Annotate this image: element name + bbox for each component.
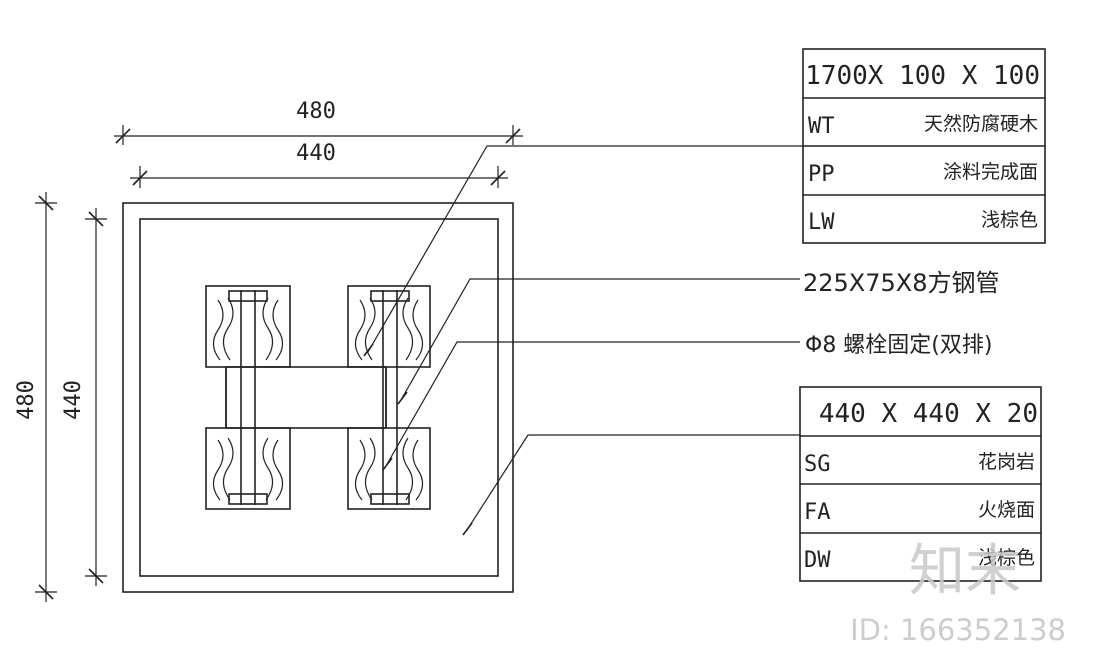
table-wood-header: 1700X 100 X 100 bbox=[805, 61, 1040, 91]
leader-steel-tube bbox=[397, 278, 800, 405]
table-stone: 440 X 440 X 20 SG 花岗岩 FA 火烧面 DW 浅棕色 bbox=[799, 386, 1042, 582]
timber-block-bottom-left bbox=[205, 427, 291, 510]
dimension-top-outer: 480 bbox=[114, 99, 523, 145]
leader-wood bbox=[363, 145, 803, 357]
watermark: 知末 ID: 166352138 bbox=[850, 539, 1066, 647]
timber-block-bottom-right bbox=[347, 427, 431, 510]
dimension-left-outer: 480 bbox=[14, 192, 57, 602]
table-stone-desc-1: 花岗岩 bbox=[978, 451, 1035, 473]
callout-bolt: Φ8 螺栓固定(双排) bbox=[805, 333, 992, 358]
stone-slab-inner bbox=[139, 218, 499, 577]
table-stone-header: 440 X 440 X 20 bbox=[819, 399, 1038, 429]
table-stone-code-2: FA bbox=[804, 500, 831, 525]
table-wood-code-3: LW bbox=[808, 210, 835, 235]
table-wood-desc-1: 天然防腐硬木 bbox=[924, 113, 1038, 135]
callout-steel-tube: 225X75X8方钢管 bbox=[803, 269, 1000, 297]
steel-frame bbox=[225, 290, 398, 505]
table-wood-desc-3: 浅棕色 bbox=[981, 209, 1038, 231]
leader-bolt bbox=[382, 341, 800, 471]
watermark-logo: 知末 bbox=[909, 539, 1021, 604]
timber-block-top-right bbox=[347, 285, 431, 368]
timber-block-top-left bbox=[205, 285, 291, 368]
dimension-left-inner: 440 bbox=[61, 208, 107, 586]
table-wood: 1700X 100 X 100 WT 天然防腐硬木 PP 涂料完成面 LW 浅棕… bbox=[802, 48, 1046, 244]
table-stone-code-1: SG bbox=[804, 452, 831, 477]
dimension-top-outer-label: 480 bbox=[296, 99, 336, 124]
table-wood-desc-2: 涂料完成面 bbox=[943, 161, 1038, 183]
stone-slab-outer bbox=[122, 202, 514, 593]
table-stone-desc-2: 火烧面 bbox=[978, 499, 1035, 521]
table-stone-code-3: DW bbox=[804, 548, 831, 573]
table-wood-code-1: WT bbox=[808, 114, 835, 139]
dimension-left-outer-label: 480 bbox=[14, 380, 39, 420]
dimension-top-inner: 440 bbox=[130, 141, 508, 188]
leader-stone bbox=[462, 434, 800, 536]
watermark-id: ID: 166352138 bbox=[850, 613, 1066, 647]
dimension-left-inner-label: 440 bbox=[61, 380, 86, 420]
table-stone-desc-3: 浅棕色 bbox=[978, 547, 1035, 569]
table-wood-code-2: PP bbox=[808, 162, 835, 187]
dimension-top-inner-label: 440 bbox=[296, 141, 336, 166]
